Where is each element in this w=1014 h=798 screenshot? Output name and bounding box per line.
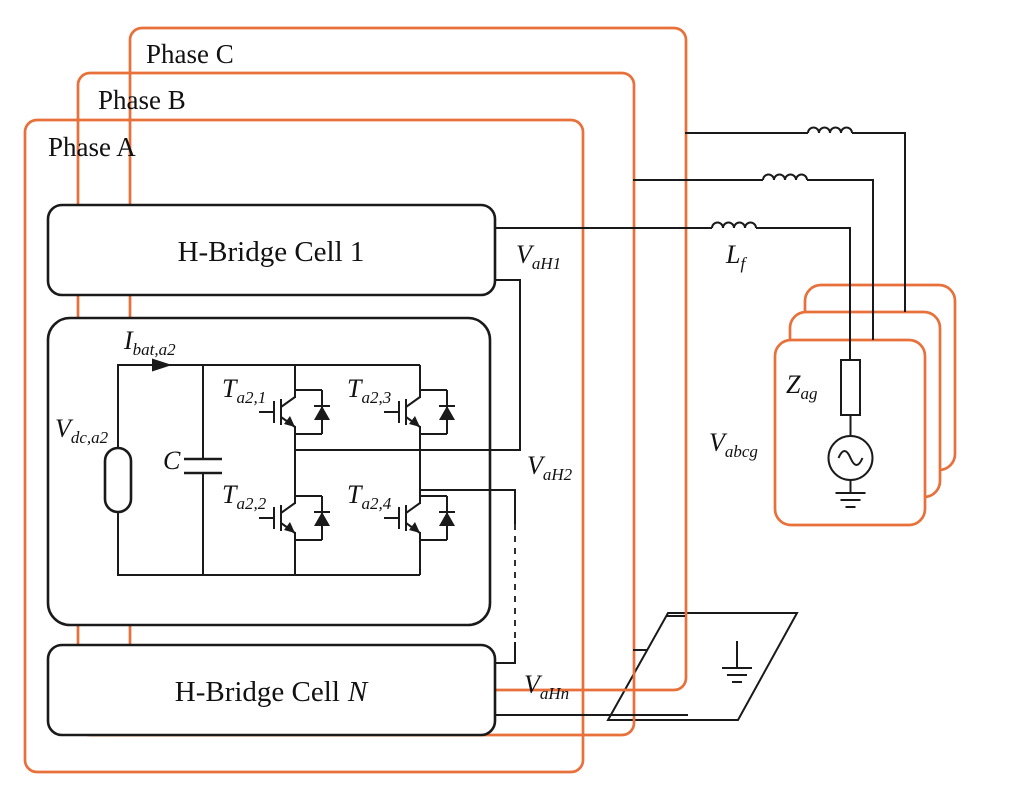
filter-inductor-phase-c (807, 126, 853, 134)
grid-voltage-label: Vabcg (709, 428, 758, 461)
h-bridge-wiring (117, 279, 521, 576)
h-bridge-cell-1-box (46, 203, 497, 297)
igbt-t-a2-2-label: Ta2,2 (222, 480, 267, 513)
phase-a-box (23, 118, 585, 774)
dc-source-label: Vdc,a2 (55, 414, 109, 447)
neutral-ground-icon (721, 667, 753, 683)
igbt-t-a2-3-label: Ta2,3 (347, 374, 391, 407)
h-bridge-detail-box (46, 316, 492, 627)
capacitor-label: C (163, 446, 181, 475)
phase-b-label: Phase B (98, 85, 186, 115)
grid-impedance-symbol (840, 359, 861, 416)
h-bridge-cell-n-box (46, 643, 497, 737)
current-arrow-icon (152, 358, 172, 372)
phase-output-lines (495, 132, 906, 360)
output-vah1-label: VaH1 (516, 240, 561, 273)
grid-impedance-label: Zag (786, 370, 817, 403)
cell-n-input-wire (495, 642, 516, 664)
cell-1-label: H-Bridge Cell 1 (178, 236, 365, 268)
output-vah2-label: VaH2 (527, 451, 573, 484)
igbt-t-a2-1-label: Ta2,1 (222, 374, 266, 407)
battery-symbol (103, 446, 133, 514)
igbt-t-a2-4-label: Ta2,4 (347, 480, 392, 513)
phase-a-label: Phase A (48, 132, 136, 162)
output-vahn-label: VaHn (524, 670, 569, 703)
filter-inductor-phase-b (762, 173, 808, 181)
neutral-plane (606, 612, 799, 721)
ac-sine-icon (837, 450, 864, 466)
phase-c-label: Phase C (146, 39, 234, 69)
filter-inductor-phase-a (711, 221, 757, 229)
filter-inductor-label: Lf (725, 240, 747, 273)
battery-current-label: Ibat,a2 (123, 326, 176, 359)
